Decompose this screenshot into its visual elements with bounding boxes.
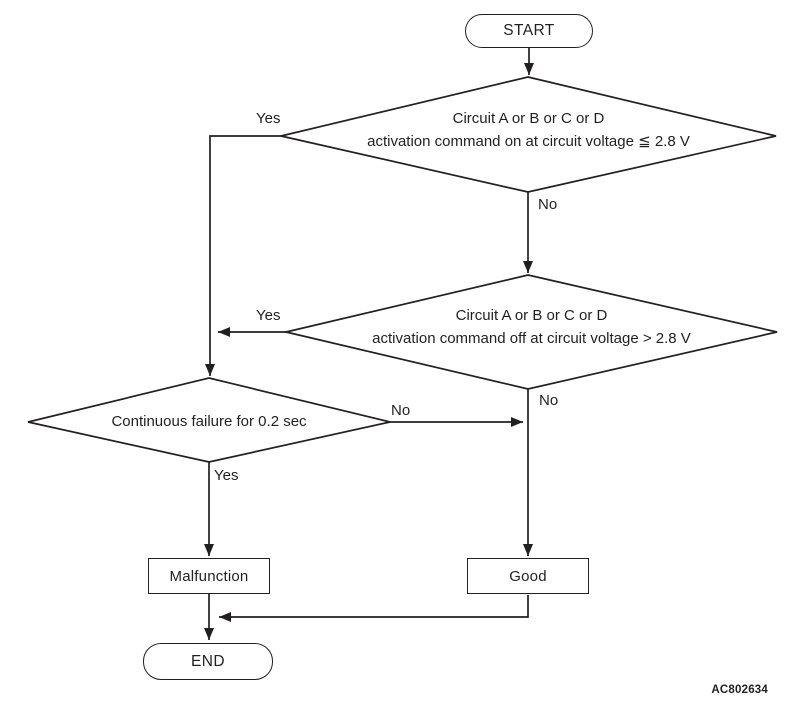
decision1-label: Circuit A or B or C or D activation comm… <box>281 107 776 153</box>
decision2-line1: Circuit A or B or C or D <box>455 307 608 324</box>
end-node: END <box>143 643 273 680</box>
decision2-no-label: No <box>539 392 559 409</box>
start-node: START <box>465 14 593 48</box>
decision3-label: Continuous failure for 0.2 sec <box>28 410 390 433</box>
decision2-yes-label: Yes <box>256 307 281 324</box>
edge-good-to-end-merge <box>219 595 529 622</box>
good-label: Good <box>509 567 547 585</box>
decision1-yes-label: Yes <box>256 110 281 127</box>
decision2-line2: activation command off at circuit voltag… <box>372 330 691 347</box>
decision3-line1: Continuous failure for 0.2 sec <box>111 413 307 430</box>
edge-decision1-yes-to-decision3 <box>205 135 282 376</box>
figure-code: AC802634 <box>711 684 768 696</box>
start-label: START <box>503 22 555 39</box>
decision3-yes-label: Yes <box>214 467 239 484</box>
decision1-line1: Circuit A or B or C or D <box>452 110 605 127</box>
malfunction-node: Malfunction <box>148 558 270 594</box>
end-label: END <box>191 652 225 670</box>
decision3-no-label: No <box>391 402 411 419</box>
decision2-label: Circuit A or B or C or D activation comm… <box>286 304 777 350</box>
decision1-line2: activation command on at circuit voltage… <box>367 133 690 150</box>
decision1-no-label: No <box>538 196 558 213</box>
malfunction-label: Malfunction <box>169 567 249 585</box>
good-node: Good <box>467 558 589 594</box>
